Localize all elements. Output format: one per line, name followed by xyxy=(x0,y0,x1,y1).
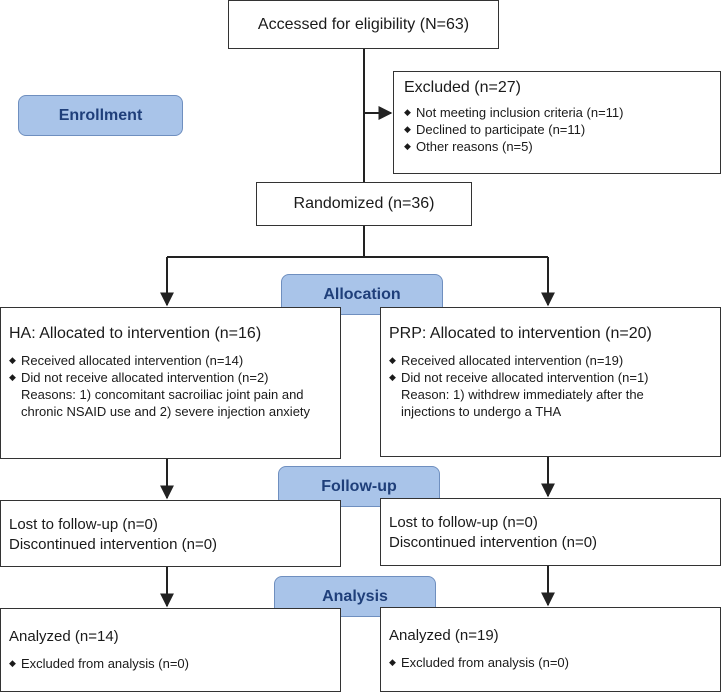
ha-reasons-text: Reasons: 1) concomitant sacroiliac joint… xyxy=(21,387,311,419)
ha-analysis-list: Excluded from analysis (n=0) xyxy=(9,655,332,672)
ha-allocation-box: HA: Allocated to intervention (n=16) Rec… xyxy=(0,307,341,459)
prp-analyzed: Analyzed (n=19) xyxy=(389,627,499,644)
excluded-reason-item: Other reasons (n=5) xyxy=(404,138,710,155)
ha-allocation-list: Received allocated intervention (n=14) D… xyxy=(9,352,332,386)
excluded-title: Excluded (n=27) xyxy=(404,79,521,96)
eligibility-box: Accessed for eligibility (N=63) xyxy=(228,0,499,49)
prp-excluded-from-analysis: Excluded from analysis (n=0) xyxy=(389,654,712,671)
prp-discontinued: Discontinued intervention (n=0) xyxy=(389,534,598,551)
prp-followup-box: Lost to follow-up (n=0) Discontinued int… xyxy=(380,498,721,566)
ha-allocation-title: HA: Allocated to intervention (n=16) xyxy=(9,325,262,342)
ha-analysis-box: Analyzed (n=14) Excluded from analysis (… xyxy=(0,608,341,692)
eligibility-label: Accessed for eligibility (N=63) xyxy=(257,15,470,33)
ha-not-received-item: Did not receive allocated intervention (… xyxy=(9,369,332,386)
prp-allocation-box: PRP: Allocated to intervention (n=20) Re… xyxy=(380,307,721,457)
prp-allocation-title: PRP: Allocated to intervention (n=20) xyxy=(389,325,652,342)
prp-not-received-item: Did not receive allocated intervention (… xyxy=(389,369,712,386)
prp-allocation-list: Received allocated intervention (n=19) D… xyxy=(389,352,712,386)
randomized-box: Randomized (n=36) xyxy=(256,182,472,226)
prp-reason-text: Reason: 1) withdrew immediately after th… xyxy=(401,387,644,419)
prp-received-item: Received allocated intervention (n=19) xyxy=(389,352,712,369)
enrollment-stage-label: Enrollment xyxy=(18,95,183,136)
excluded-reason-item: Declined to participate (n=11) xyxy=(404,121,710,138)
ha-analyzed: Analyzed (n=14) xyxy=(9,628,119,645)
ha-excluded-from-analysis: Excluded from analysis (n=0) xyxy=(9,655,332,672)
prp-analysis-box: Analyzed (n=19) Excluded from analysis (… xyxy=(380,607,721,692)
prp-lost-to-followup: Lost to follow-up (n=0) xyxy=(389,514,538,531)
ha-followup-box: Lost to follow-up (n=0) Discontinued int… xyxy=(0,500,341,567)
ha-discontinued: Discontinued intervention (n=0) xyxy=(9,536,218,553)
prp-analysis-list: Excluded from analysis (n=0) xyxy=(389,654,712,671)
excluded-box: Excluded (n=27) Not meeting inclusion cr… xyxy=(393,71,721,174)
ha-received-item: Received allocated intervention (n=14) xyxy=(9,352,332,369)
excluded-reasons-list: Not meeting inclusion criteria (n=11) De… xyxy=(404,104,710,155)
ha-lost-to-followup: Lost to follow-up (n=0) xyxy=(9,516,158,533)
randomized-label: Randomized (n=36) xyxy=(293,195,435,212)
excluded-reason-item: Not meeting inclusion criteria (n=11) xyxy=(404,104,710,121)
